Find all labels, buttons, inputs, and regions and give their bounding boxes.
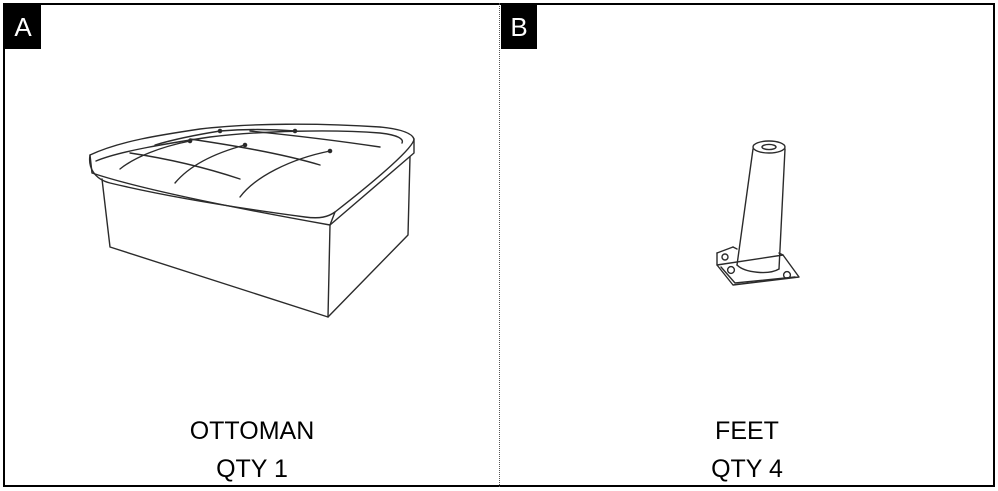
part-letter-badge: A xyxy=(5,5,41,49)
column-divider xyxy=(499,3,500,487)
part-letter-badge: B xyxy=(501,5,537,49)
part-panel-b: B FEET QTY 4 xyxy=(501,5,993,485)
ottoman-icon xyxy=(88,123,415,318)
part-panel-a: A OTTOMAN xyxy=(5,5,499,485)
part-name: FEET xyxy=(715,417,779,445)
part-name: OTTOMAN xyxy=(189,417,315,445)
part-quantity: QTY 1 xyxy=(216,455,288,483)
part-quantity: QTY 4 xyxy=(711,455,783,483)
foot-icon xyxy=(716,140,800,286)
